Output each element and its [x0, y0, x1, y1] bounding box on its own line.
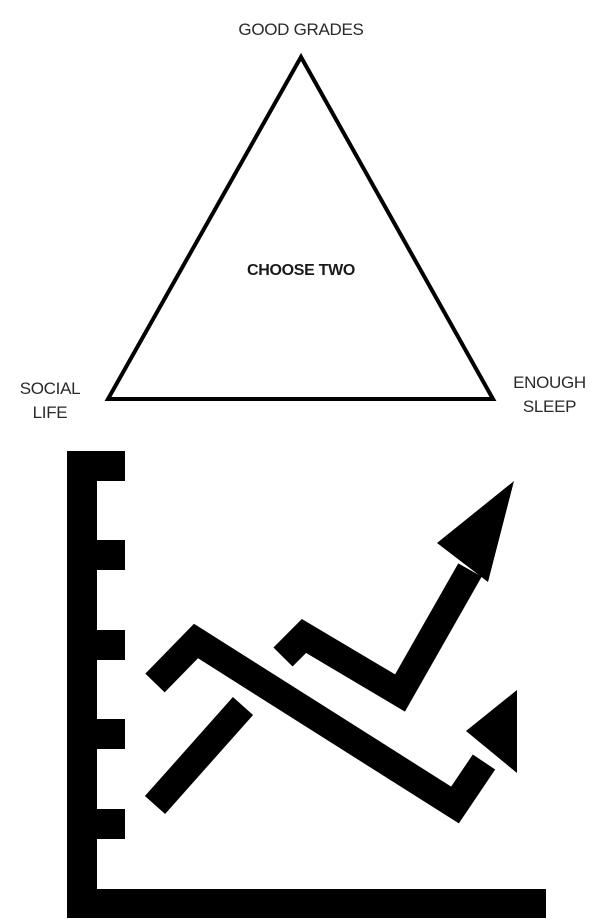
y-tick-4	[95, 719, 125, 749]
lower-trend-arrowhead	[466, 690, 517, 773]
y-tick-3	[95, 630, 125, 660]
y-tick-1	[95, 451, 125, 481]
left-vertex-label-line-2: LIFE	[32, 403, 68, 422]
right-vertex-label-line-1: ENOUGH	[513, 373, 586, 392]
upper-trend-line	[273, 563, 482, 712]
center-label-text: CHOOSE TWO	[246, 262, 356, 279]
center-label: CHOOSE TWO	[201, 259, 401, 283]
top-vertex-label: GOOD GRADES	[201, 18, 401, 42]
right-vertex-label: ENOUGH SLEEP	[496, 371, 603, 419]
y-tick-5	[95, 809, 125, 839]
lower-trend-line	[145, 623, 496, 824]
triangle-outline	[104, 52, 497, 401]
top-vertex-label-text: GOOD GRADES	[238, 20, 364, 39]
upper-trend-arrowhead	[437, 481, 514, 582]
left-vertex-label-line-1: SOCIAL	[19, 379, 81, 398]
y-tick-2	[95, 540, 125, 570]
choose-two-triangle	[104, 52, 497, 401]
left-vertex-label: SOCIAL LIFE	[0, 377, 100, 425]
lower-left-segment	[144, 697, 254, 814]
x-axis	[67, 889, 546, 918]
right-vertex-label-line-2: SLEEP	[522, 397, 577, 416]
y-axis	[67, 451, 97, 918]
